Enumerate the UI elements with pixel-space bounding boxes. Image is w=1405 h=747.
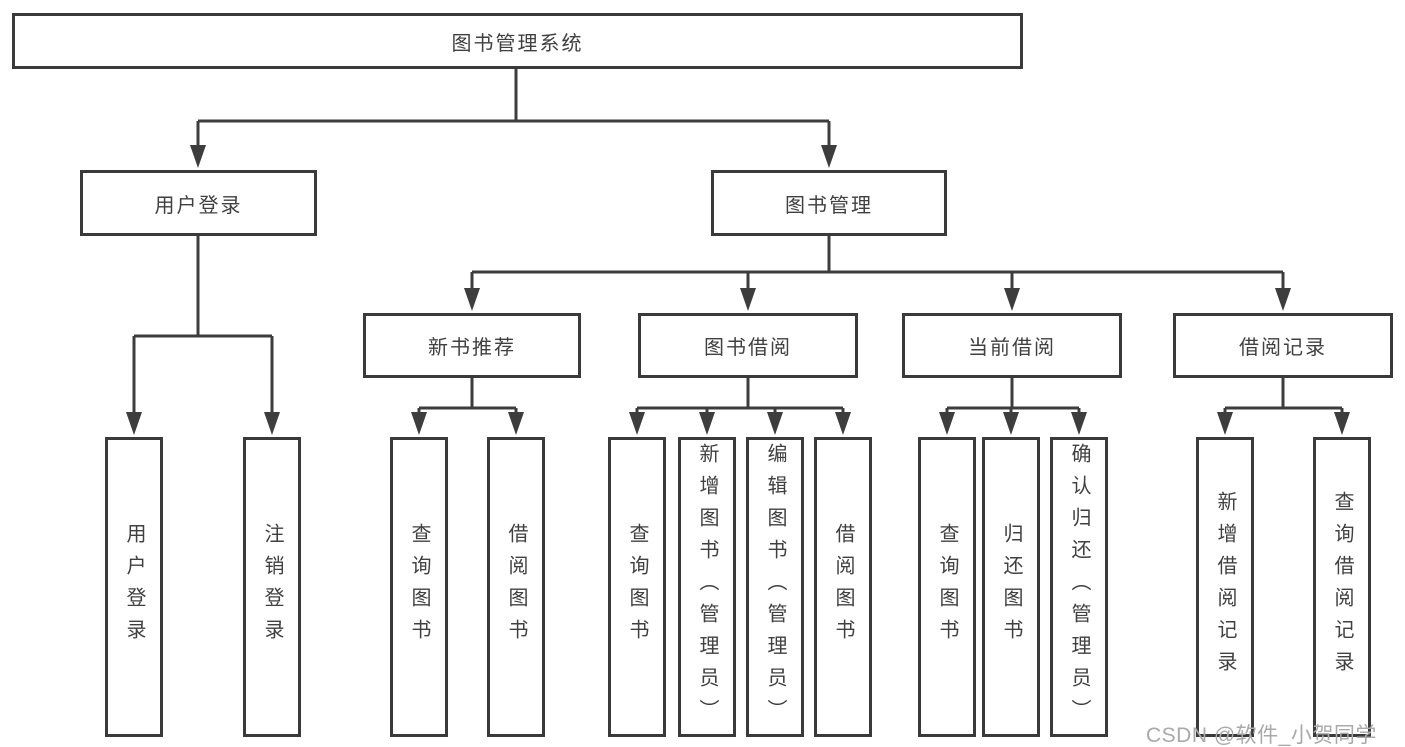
node-module-book-borrow: 图书借阅 <box>638 313 858 378</box>
node-leaf-borrow-book-1: 借阅图书 <box>487 437 545 737</box>
node-leaf-borrow-book-1-label: 借阅图书 <box>505 523 527 651</box>
down-arrow-icon <box>411 412 427 435</box>
connector-current-borrow-branch <box>945 378 1081 416</box>
node-leaf-return-book: 归还图书 <box>982 437 1040 737</box>
down-arrow-icon <box>1217 412 1233 435</box>
node-module-current-borrow: 当前借阅 <box>902 313 1122 378</box>
node-book-mgmt-branch-label: 图书管理 <box>785 194 873 217</box>
node-leaf-confirm-return-admin: 确认归还（管理员） <box>1050 437 1108 737</box>
node-book-mgmt-branch: 图书管理 <box>711 170 947 236</box>
node-leaf-query-borrow-record-label: 查询借阅记录 <box>1331 491 1353 683</box>
node-leaf-user-login: 用户登录 <box>105 437 163 737</box>
down-arrow-icon <box>264 412 280 435</box>
down-arrow-icon <box>835 412 851 435</box>
node-module-new-book-label: 新书推荐 <box>428 337 516 359</box>
node-leaf-edit-book-admin: 编辑图书（管理员） <box>746 437 804 737</box>
node-leaf-query-book-2-label: 查询图书 <box>626 523 648 651</box>
down-arrow-icon <box>939 412 955 435</box>
down-arrow-icon <box>699 412 715 435</box>
node-leaf-confirm-return-admin-label: 确认归还（管理员） <box>1068 443 1090 731</box>
down-arrow-icon <box>1071 412 1087 435</box>
node-leaf-query-book-1-label: 查询图书 <box>408 523 430 651</box>
down-arrow-icon <box>1004 288 1020 311</box>
down-arrow-icon <box>126 412 142 435</box>
down-arrow-icon <box>190 145 206 168</box>
down-arrow-icon <box>767 412 783 435</box>
node-root-system: 图书管理系统 <box>12 13 1023 69</box>
node-leaf-borrow-book-2-label: 借阅图书 <box>832 523 854 651</box>
node-module-book-borrow-label: 图书借阅 <box>704 337 792 359</box>
connector-book-borrow-branch <box>635 378 845 416</box>
node-module-current-borrow-label: 当前借阅 <box>968 337 1056 359</box>
node-leaf-logout: 注销登录 <box>243 437 301 737</box>
down-arrow-icon <box>464 288 480 311</box>
node-module-borrow-record: 借阅记录 <box>1173 313 1393 378</box>
connector-borrow-record-branch <box>1223 378 1344 416</box>
connector-root-to-level2 <box>196 69 831 150</box>
node-module-new-book: 新书推荐 <box>363 313 581 378</box>
node-leaf-query-book-1: 查询图书 <box>390 437 448 737</box>
node-leaf-query-book-3-label: 查询图书 <box>936 523 958 651</box>
down-arrow-icon <box>821 145 837 168</box>
connector-user-login-branch <box>132 236 274 416</box>
node-leaf-add-borrow-record-label: 新增借阅记录 <box>1214 491 1236 683</box>
node-leaf-add-book-admin: 新增图书（管理员） <box>678 437 736 737</box>
node-leaf-add-book-admin-label: 新增图书（管理员） <box>696 443 718 731</box>
connector-new-book-branch <box>417 378 518 416</box>
node-leaf-user-login-label: 用户登录 <box>123 523 145 651</box>
down-arrow-icon <box>629 412 645 435</box>
node-root-label: 图书管理系统 <box>451 32 584 55</box>
down-arrow-icon <box>740 288 756 311</box>
down-arrow-icon <box>508 412 524 435</box>
node-module-borrow-record-label: 借阅记录 <box>1239 337 1327 359</box>
node-leaf-borrow-book-2: 借阅图书 <box>814 437 872 737</box>
csdn-watermark: CSDN @软件_小贺同学 <box>1146 724 1377 747</box>
down-arrow-icon <box>1275 288 1291 311</box>
node-user-login-branch-label: 用户登录 <box>154 194 243 217</box>
node-leaf-return-book-label: 归还图书 <box>1000 523 1022 651</box>
down-arrow-icon <box>1003 412 1019 435</box>
node-leaf-query-book-2: 查询图书 <box>608 437 666 737</box>
node-leaf-query-borrow-record: 查询借阅记录 <box>1313 437 1371 737</box>
connector-book-mgmt-branch <box>470 236 1285 292</box>
node-leaf-query-book-3: 查询图书 <box>918 437 976 737</box>
node-leaf-add-borrow-record: 新增借阅记录 <box>1196 437 1254 737</box>
node-leaf-edit-book-admin-label: 编辑图书（管理员） <box>764 443 786 731</box>
node-user-login-branch: 用户登录 <box>80 170 317 236</box>
node-leaf-logout-label: 注销登录 <box>261 523 283 651</box>
down-arrow-icon <box>1334 412 1350 435</box>
